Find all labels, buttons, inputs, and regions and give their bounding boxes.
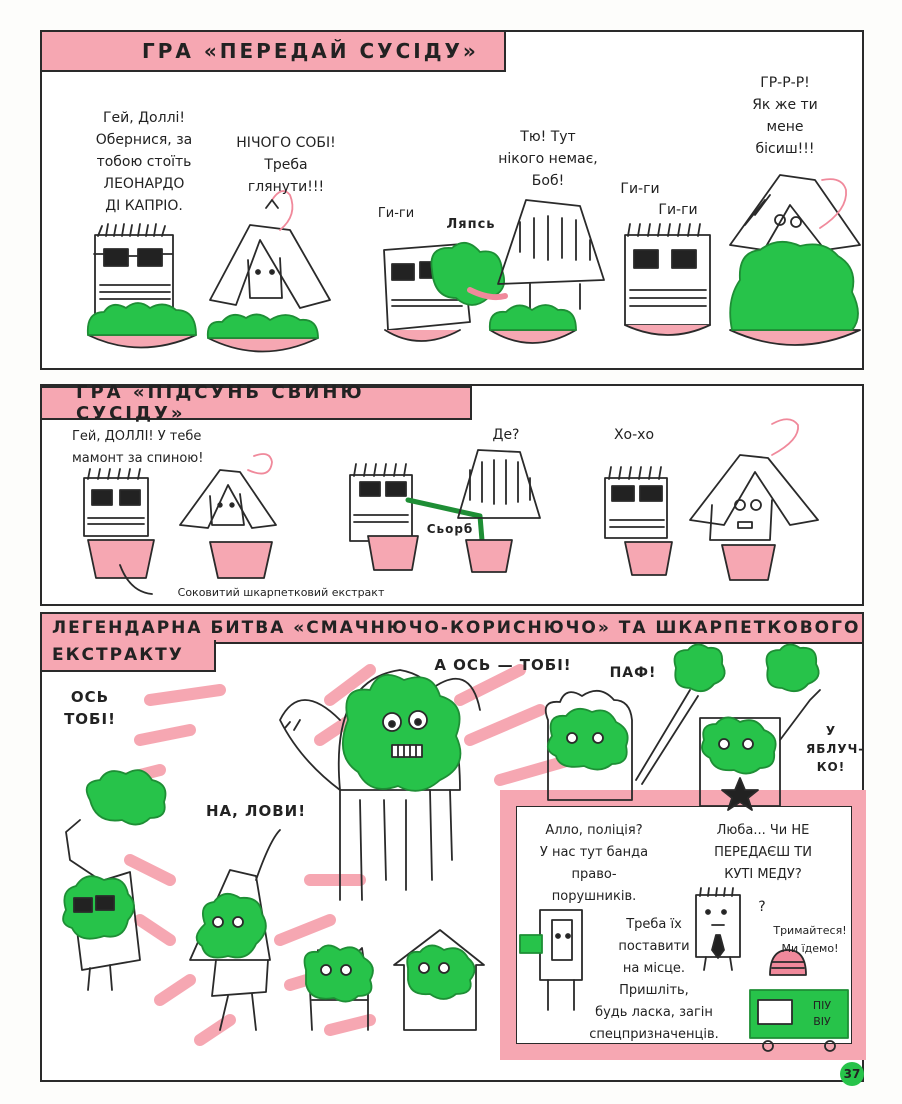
dolly-character-3 bbox=[729, 174, 861, 251]
caption-sock-extract: Соковитий шкарпетковий екстракт bbox=[177, 586, 385, 599]
dolly-lampshade-5 bbox=[457, 449, 541, 519]
panel-1-title: ГРА «ПЕРЕДАЙ СУСІДУ» bbox=[142, 39, 479, 63]
panel-2-title: ГРА «ПІДСУНЬ СВИНЮ СУСІДУ» bbox=[76, 382, 365, 424]
siren-sound: ПІУ ВІУ bbox=[812, 999, 832, 1028]
salad-bowl-2 bbox=[206, 313, 319, 353]
dolly-character-6 bbox=[689, 418, 819, 541]
speech-dolly-warning: Гей, Доллі! Обернися, за тобою стоїть ЛЕ… bbox=[95, 110, 193, 214]
bob-throwing-salad bbox=[62, 769, 167, 991]
house-character bbox=[393, 929, 485, 1031]
shout-here-you-go: А ОСЬ — ТОБІ! bbox=[434, 656, 572, 674]
dolly-character-2 bbox=[497, 199, 605, 310]
salad-bowl-1 bbox=[86, 302, 197, 349]
page-number: 37 bbox=[840, 1062, 864, 1086]
salad-monster bbox=[279, 669, 481, 901]
laugh-gigi-1: Ги-ги bbox=[377, 206, 415, 221]
shout-bullseye: У ЯБЛУЧ- КО! bbox=[806, 724, 865, 774]
panel-3-title-line2: ЕКСТРАКТУ bbox=[52, 645, 184, 665]
police-car bbox=[749, 949, 849, 1052]
panel-3-title-banner-line1: ЛЕГЕНДАРНА БИТВА «СМАЧНЮЧО-КОРИСНЮЧО» ТА… bbox=[40, 612, 864, 644]
box-character-star bbox=[699, 689, 821, 811]
speech-question-mark: ? bbox=[758, 899, 766, 915]
panel-2-title-banner: ГРА «ПІДСУНЬ СВИНЮ СУСІДУ» bbox=[40, 382, 472, 424]
pink-cup-3 bbox=[367, 535, 419, 571]
flying-broccoli-1 bbox=[673, 643, 726, 693]
pink-cup-4 bbox=[465, 539, 513, 573]
dolly-character-1 bbox=[209, 190, 331, 309]
sfx-paf: ПАФ! bbox=[609, 665, 657, 681]
flying-broccoli-2 bbox=[765, 643, 820, 693]
pink-cup-6 bbox=[721, 544, 776, 581]
bob-character-6 bbox=[604, 466, 668, 539]
laugh-gigi-3: Ги-ги bbox=[658, 202, 698, 218]
bob-character-4 bbox=[83, 468, 149, 537]
sfx-splat: Ляпсь bbox=[446, 217, 496, 232]
speech-honey: Люба... Чи НЕ ПЕРЕДАЄШ ТИ КУТІ МЕДУ? bbox=[714, 823, 812, 882]
dolly-throwing bbox=[189, 829, 281, 1031]
speech-police-call: Алло, поліція? У нас тут банда право- по… bbox=[539, 823, 649, 904]
dolly-character-4 bbox=[179, 453, 277, 529]
bob-with-tie bbox=[695, 887, 741, 971]
thrown-salad bbox=[430, 242, 508, 306]
big-salad-bowl bbox=[729, 240, 861, 346]
speech-nobody-here: Тю! Тут нікого немає, Боб! bbox=[498, 129, 598, 189]
pink-cup-1 bbox=[87, 539, 155, 579]
bob-character-1 bbox=[93, 223, 174, 316]
speech-mammoth: Гей, ДОЛЛІ! У тебе мамонт за спиною! bbox=[72, 429, 204, 466]
pink-cup-5 bbox=[624, 541, 673, 576]
laugh-gigi-2: Ги-ги bbox=[620, 181, 660, 197]
laugh-hoho: Хо-хо bbox=[613, 427, 655, 443]
panel-1-title-banner: ГРА «ПЕРЕДАЙ СУСІДУ» bbox=[40, 30, 506, 72]
salad-bowl-3 bbox=[488, 304, 577, 344]
thrown-stick bbox=[635, 689, 699, 785]
bob-character-3 bbox=[624, 223, 711, 336]
panel-3-title-line1: ЛЕГЕНДАРНА БИТВА «СМАЧНЮЧО-КОРИСНЮЧО» ТА… bbox=[52, 618, 861, 638]
shout-take-this: ОСЬ ТОБІ! bbox=[64, 688, 116, 728]
curly-character-hit bbox=[544, 690, 633, 801]
speech-angry: ГР-Р-Р! Як же ти мене бісиш!!! bbox=[752, 75, 818, 157]
pink-cup-2 bbox=[209, 541, 273, 579]
speech-hold-on: Тримайтеся! Ми їдемо! bbox=[773, 924, 847, 955]
dolly-on-phone bbox=[519, 909, 583, 1011]
pink-motion-streaks bbox=[114, 664, 576, 1046]
cat-character bbox=[303, 944, 374, 1031]
panel-3-title-banner-line2: ЕКСТРАКТУ bbox=[40, 640, 216, 672]
speech-send-special-forces: Треба їх поставити на місце. Пришліть, б… bbox=[589, 917, 719, 1042]
speech-nothing: НІЧОГО СОБІ! Треба глянути!!! bbox=[236, 135, 336, 195]
bob-character-5 bbox=[349, 463, 413, 542]
shout-catch: НА, ЛОВИ! bbox=[205, 802, 307, 820]
sfx-slurp: Сьорб bbox=[426, 522, 474, 536]
speech-where: Де? bbox=[492, 427, 520, 443]
